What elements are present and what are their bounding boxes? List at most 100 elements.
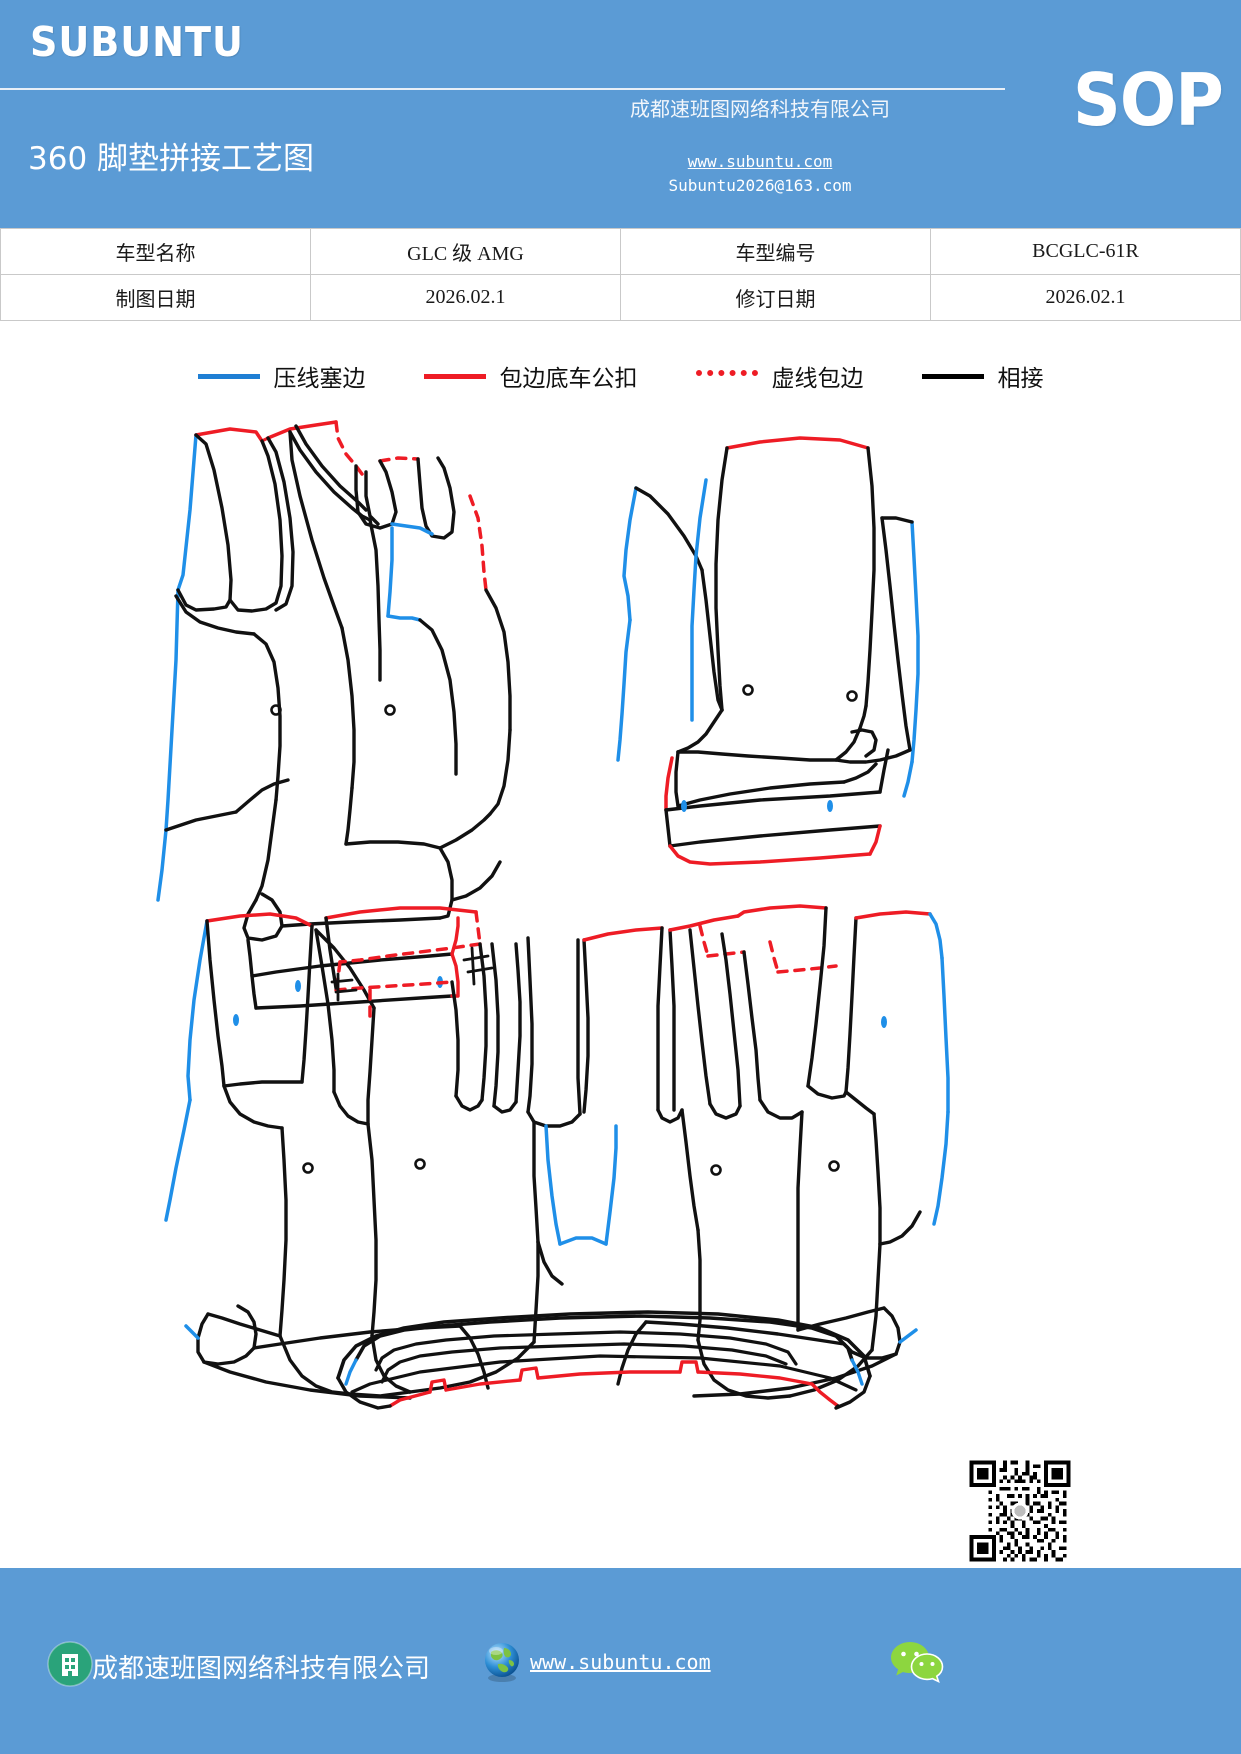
binding-clip-line	[518, 1366, 540, 1382]
press-edge-line	[164, 588, 180, 832]
seam-line	[202, 1346, 256, 1366]
eyelet-marker	[742, 684, 754, 696]
row-1-value-1: 2026.02.1	[310, 274, 621, 321]
row-0-label-2: 车型编号	[620, 228, 931, 275]
seam-line	[176, 433, 233, 612]
seam-line	[236, 1304, 258, 1350]
seam-line	[206, 1312, 282, 1338]
seam-line	[634, 486, 704, 572]
seam-line	[514, 942, 522, 1104]
dotted-line-swatch-icon	[695, 370, 758, 382]
seam-line	[344, 840, 442, 850]
seam-line	[324, 916, 338, 990]
seam-line	[438, 812, 492, 850]
press-edge-line	[558, 1236, 608, 1246]
press-edge-line	[186, 919, 209, 1102]
seam-line	[252, 632, 282, 802]
dashed-binding-line	[474, 910, 482, 946]
eyelet-marker	[681, 800, 687, 812]
seam-line	[484, 588, 512, 732]
seam-line	[700, 568, 724, 712]
footer-website-link[interactable]: www.subuntu.com	[530, 1650, 711, 1674]
seam-line	[526, 936, 534, 1114]
seam-line	[844, 1090, 876, 1116]
seam-line	[488, 728, 512, 816]
trunk-sill-strip-group	[336, 1310, 872, 1410]
seam-line	[880, 516, 912, 752]
page-footer: 成都速班图网络科技有限公司 www.subuntu.com	[0, 1568, 1241, 1754]
binding-clip-line	[868, 824, 882, 856]
seam-line	[314, 928, 376, 1010]
seam-line	[450, 980, 460, 1098]
seam-line	[758, 1098, 804, 1120]
eyelet-marker	[384, 704, 396, 716]
binding-clip-line	[324, 906, 478, 920]
seam-line	[882, 1306, 902, 1356]
seam-line	[380, 1342, 788, 1384]
seam-line	[254, 798, 278, 902]
seam-line	[680, 1108, 700, 1232]
seam-line	[696, 1228, 702, 1342]
binding-clip-line	[678, 1360, 700, 1374]
binding-clip-line	[668, 914, 740, 932]
press-edge-line	[902, 760, 914, 798]
seam-line	[582, 938, 590, 1114]
press-edge-line	[386, 526, 394, 618]
seam-line	[708, 1102, 742, 1120]
binding-clip-line	[266, 420, 338, 440]
press-edge-line	[932, 1110, 950, 1226]
legend-label: 压线塞边	[273, 366, 366, 391]
seam-line	[266, 436, 295, 612]
header-email[interactable]: Subuntu2026@163.com	[668, 176, 852, 195]
seam-line	[222, 1080, 304, 1088]
eyelet-marker	[881, 1016, 887, 1028]
header-website-link[interactable]: www.subuntu.com	[687, 152, 833, 171]
seam-line	[850, 728, 878, 758]
binding-clip-line	[450, 952, 460, 998]
seam-line	[742, 950, 762, 1102]
seam-line	[806, 1084, 848, 1100]
press-edge-line	[156, 828, 168, 902]
seam-line	[676, 750, 838, 762]
seam-line	[720, 932, 742, 1108]
binding-clip-line	[736, 904, 828, 918]
binding-clip-line	[664, 756, 674, 812]
press-edge-line	[616, 618, 632, 762]
seam-line	[205, 919, 226, 1088]
binding-clip-line	[854, 910, 932, 920]
press-edge-line	[176, 433, 198, 592]
press-edge-line	[940, 956, 950, 1114]
seam-line	[366, 1122, 378, 1338]
wechat-icon-svg	[891, 1642, 944, 1684]
seam-line	[526, 1110, 582, 1128]
binding-clip-line	[536, 1370, 682, 1380]
row-1-value-2: 2026.02.1	[930, 274, 1241, 321]
eyelet-marker	[270, 704, 282, 716]
eyelet-marker	[846, 690, 858, 702]
eyelet-marker	[414, 1158, 426, 1170]
binding-clip-line	[428, 1378, 448, 1394]
globe-icon	[478, 1638, 526, 1686]
seam-line	[364, 470, 380, 526]
seam-line	[294, 424, 368, 512]
press-edge-line	[344, 1358, 358, 1386]
mat-assembly-drawing	[0, 400, 1241, 1410]
qr-code[interactable]	[962, 1453, 1086, 1577]
legend-item-dashed-binding: 虚线包边	[695, 359, 864, 393]
seam-line	[478, 942, 488, 1102]
press-edge-line	[164, 1098, 192, 1222]
eyelet-marker	[710, 1164, 722, 1176]
seam-line	[278, 1126, 288, 1338]
page-header: SUBUNTU 360 脚垫拼接工艺图 成都速班图网络科技有限公司 www.su…	[0, 0, 1241, 228]
building-icon-svg	[47, 1641, 93, 1687]
legend: 压线塞边 包边底车公扣 虚线包边 相接	[0, 352, 1241, 400]
seam-line	[834, 704, 868, 762]
sop-badge: SOP	[1073, 58, 1224, 142]
seam-line	[332, 1090, 370, 1126]
seam-line	[366, 1006, 376, 1126]
dashed-binding-line	[468, 494, 488, 592]
footer-company-name: 成都速班图网络科技有限公司	[92, 1654, 431, 1683]
front-left-mat-group	[156, 420, 512, 1010]
seam-line	[696, 1338, 792, 1400]
seam-line	[870, 1242, 882, 1352]
